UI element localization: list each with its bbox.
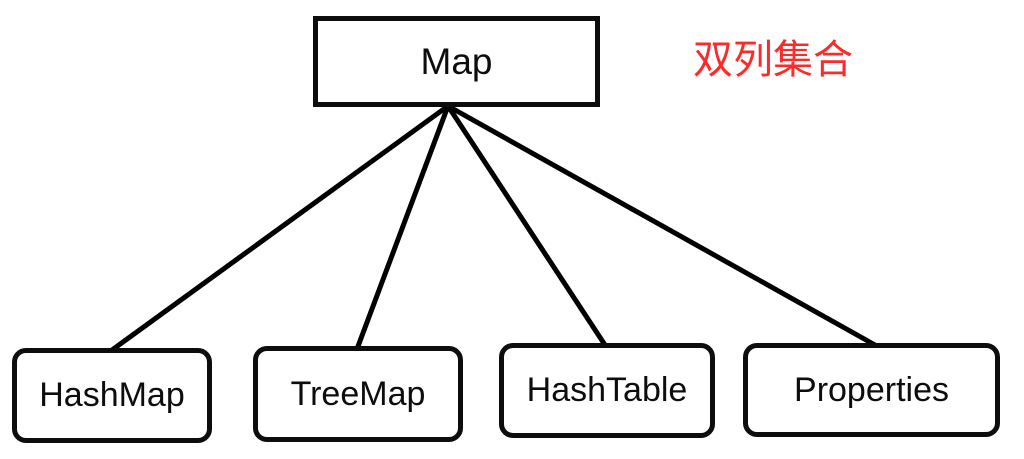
node-properties-label: Properties — [794, 370, 949, 409]
edge-map-treemap — [354, 103, 451, 352]
node-treemap: TreeMap — [253, 346, 463, 442]
node-map: Map — [313, 16, 600, 107]
edge-map-hashmap — [109, 103, 451, 353]
edge-map-hashtable — [445, 103, 608, 348]
node-properties: Properties — [743, 343, 1000, 437]
node-hashtable: HashTable — [499, 343, 715, 438]
node-hashmap: HashMap — [12, 348, 212, 443]
node-hashtable-label: HashTable — [526, 371, 688, 409]
edge-map-properties — [445, 103, 878, 348]
annotation-text: 双列集合 — [693, 38, 853, 82]
node-map-label: Map — [420, 40, 493, 82]
node-hashmap-label: HashMap — [39, 376, 185, 414]
node-treemap-label: TreeMap — [290, 374, 426, 413]
